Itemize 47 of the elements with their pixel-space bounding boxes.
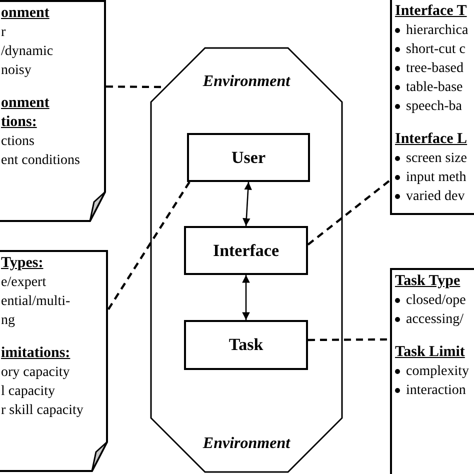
environment-octagon (150, 47, 343, 473)
note-heading: onment (1, 94, 50, 113)
note-heading: tions: (1, 113, 37, 132)
note-heading: Task Limit (395, 343, 465, 362)
double-arrow (242, 182, 252, 226)
process-box: Interface (184, 226, 308, 275)
environment-label: Environment (202, 434, 290, 454)
note-text: l capacity (1, 383, 56, 401)
process-box: User (187, 133, 310, 182)
note-text: ent conditions (1, 152, 80, 170)
note-card (0, 0, 106, 222)
note-text: ctions (1, 133, 34, 151)
note-heading: imitations: (1, 344, 70, 363)
note-card (390, 0, 474, 215)
bullet-item: varied dev (395, 187, 465, 206)
bullet-item: speech-ba (395, 97, 462, 116)
note-text: ng (1, 312, 15, 330)
note-heading: Types: (1, 254, 44, 273)
bullet-item: tree-based (395, 59, 464, 78)
bullet-item: accessing/ (395, 310, 464, 329)
note-card (390, 268, 474, 474)
bullet-item: screen size (395, 149, 468, 168)
bullet-item: hierarchica (395, 21, 468, 40)
note-text: r (1, 24, 6, 42)
dashed-connector (307, 179, 391, 246)
bullet-item: table-base (395, 78, 463, 97)
bullet-item: complexity (395, 362, 469, 381)
dashed-connector (308, 338, 390, 342)
note-text: /dynamic (1, 43, 54, 61)
note-heading: Interface T (395, 2, 467, 21)
double-arrow (242, 275, 250, 320)
note-text: ential/multi- (1, 293, 70, 311)
note-card (0, 250, 108, 472)
note-text: noisy (1, 62, 32, 80)
note-heading: Interface L (395, 130, 468, 149)
note-text: r skill capacity (1, 402, 84, 420)
note-heading: onment (1, 4, 50, 23)
note-heading: Task Type (395, 272, 460, 291)
note-text: e/expert (1, 274, 46, 292)
dashed-connector (107, 181, 190, 311)
process-box: Task (184, 320, 308, 370)
bullet-item: input meth (395, 168, 466, 187)
bullet-item: short-cut c (395, 40, 466, 59)
environment-label: Environment (202, 72, 290, 92)
note-text: ory capacity (1, 364, 70, 382)
bullet-item: closed/ope (395, 291, 466, 310)
bullet-item: interaction (395, 381, 466, 400)
